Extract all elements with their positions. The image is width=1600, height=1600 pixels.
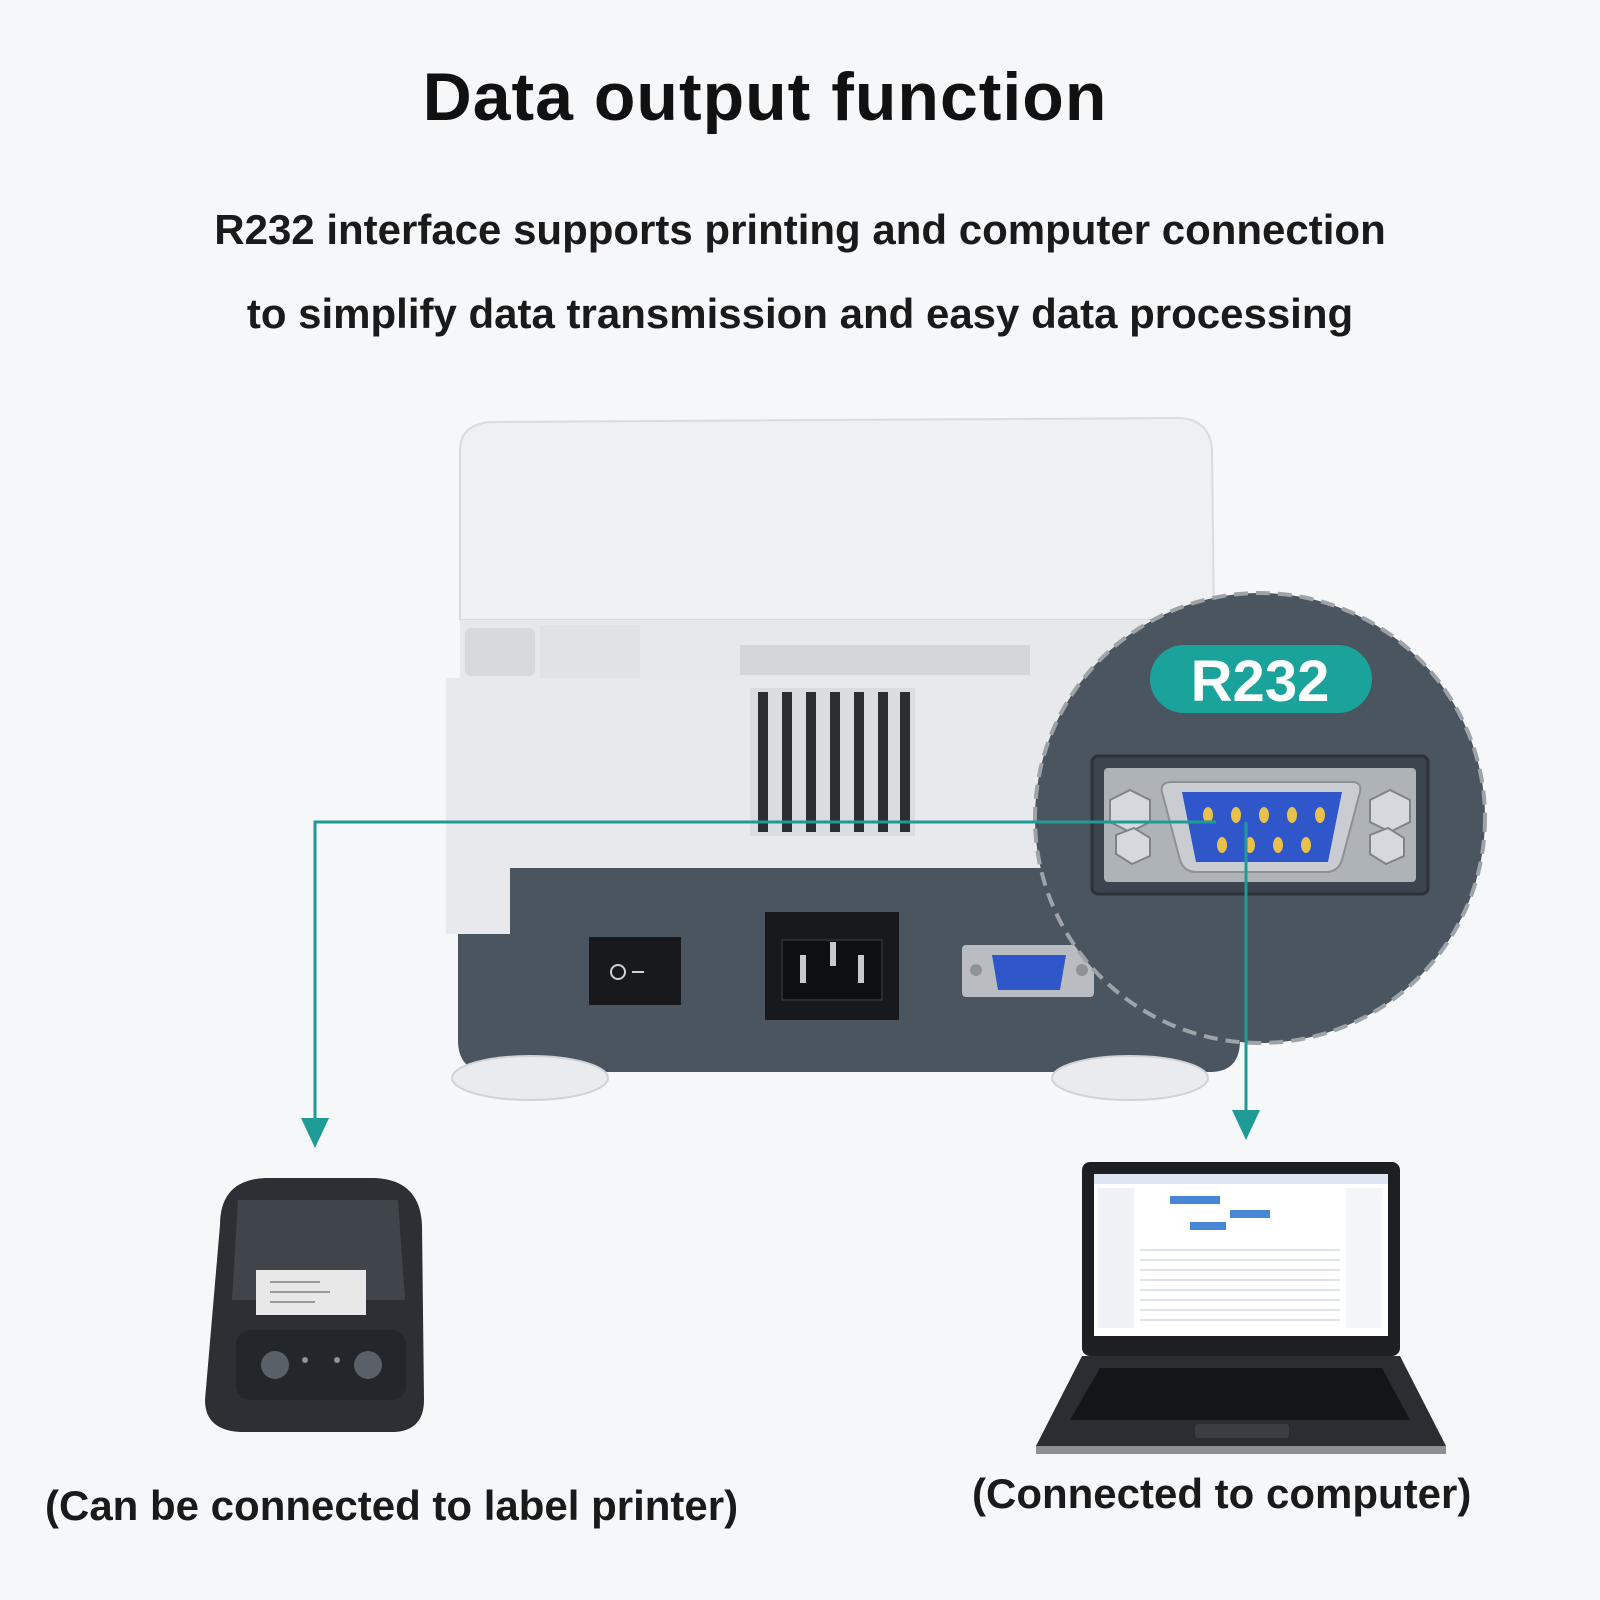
db9-connector-icon	[1182, 792, 1342, 862]
connection-lines	[313, 820, 1248, 1122]
r232-badge	[1150, 645, 1372, 713]
laptop	[1036, 1162, 1446, 1454]
vent-grille	[750, 688, 915, 836]
device-db9-port	[962, 945, 1094, 997]
caption-printer: (Can be connected to label printer)	[45, 1482, 739, 1529]
arrow-to-printer-icon	[301, 1118, 329, 1148]
subtitle-line-2: to simplify data transmission and easy d…	[246, 290, 1354, 337]
caption-computer: (Connected to computer)	[972, 1470, 1472, 1517]
laptop-screen	[1094, 1174, 1388, 1336]
foot-left	[451, 1055, 609, 1101]
r232-badge-label: R232	[1190, 649, 1330, 714]
foot-right	[1051, 1055, 1209, 1101]
page-title: Data output function	[422, 59, 1108, 135]
arrow-to-computer-icon	[1232, 1110, 1260, 1140]
subtitle-line-1: R232 interface supports printing and com…	[214, 206, 1386, 253]
label-printer	[205, 1178, 424, 1432]
r232-zoom-callout	[1033, 591, 1487, 1045]
